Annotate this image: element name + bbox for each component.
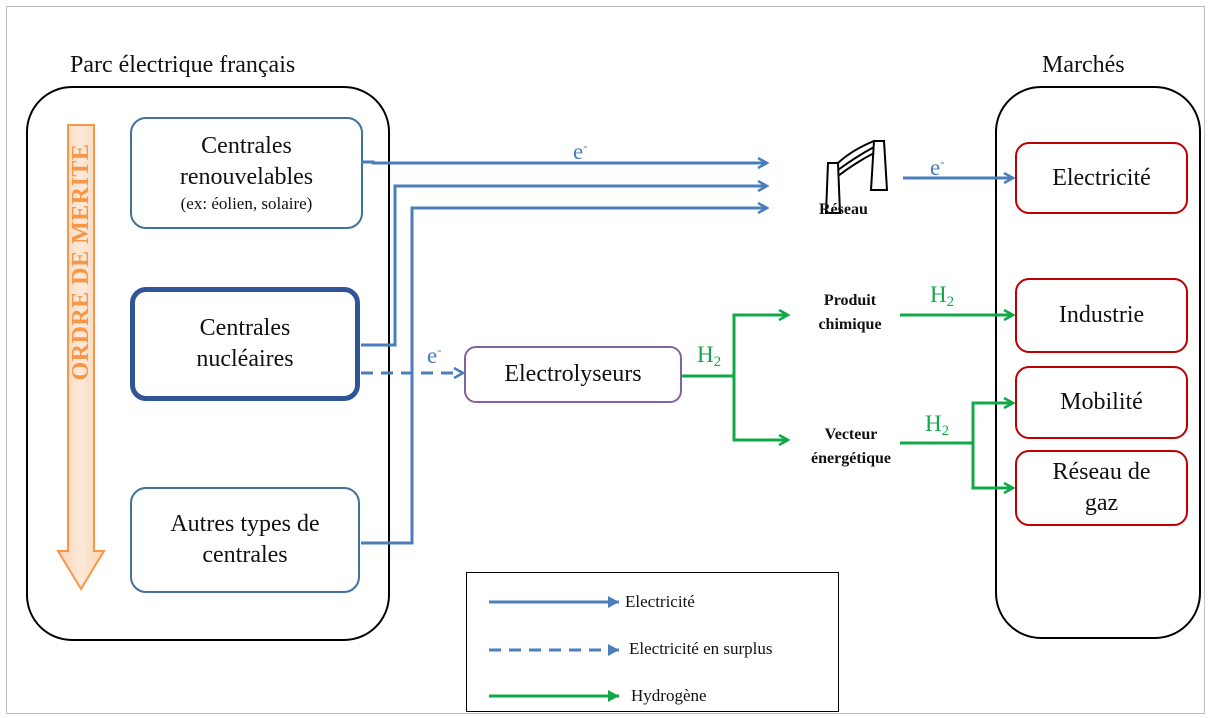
chemical-product-line2: chimique [818, 316, 882, 333]
renewables-box: Centrales renouvelables (ex: éolien, sol… [130, 117, 363, 229]
renewables-line2: renouvelables [179, 164, 314, 190]
diagram-frame [6, 6, 1205, 714]
nuclear-line1: Centrales [199, 315, 291, 341]
other-plants-line1: Autres types de [170, 511, 320, 537]
label-e-market: e- [930, 154, 945, 180]
left-group-title: Parc électrique français [70, 52, 296, 78]
energy-carrier-line1: Vecteur [824, 426, 878, 443]
market-mobility-label: Mobilité [1060, 389, 1143, 415]
market-gas-network-box: Réseau de gaz [1015, 450, 1188, 526]
electrolysers-label: Electrolyseurs [504, 361, 642, 387]
chemical-product-label: Produit chimique [818, 289, 881, 337]
chemical-product-line1: Produit [823, 292, 877, 309]
market-gas-network-line1: Réseau de [1052, 459, 1151, 485]
flow-h2-energy [732, 376, 788, 440]
market-industry-label: Industrie [1058, 302, 1145, 328]
label-e-surplus: e- [427, 342, 442, 368]
legend: Electricité Electricité en surplus Hydro… [466, 572, 839, 712]
other-plants-line2: centrales [202, 542, 288, 568]
market-electricity-label: Electricité [1052, 164, 1151, 191]
label-h2-industry: H2 [930, 282, 955, 310]
network-label: Réseau [819, 201, 868, 218]
nuclear-line2: nucléaires [196, 346, 294, 372]
market-industry-box: Industrie [1015, 278, 1188, 353]
flow-energy-mobility [971, 403, 1013, 443]
legend-electricity-label: Electricité [625, 592, 695, 611]
legend-swatches [489, 596, 619, 702]
merit-order-arrow [56, 124, 106, 591]
market-mobility-box: Mobilité [1015, 366, 1188, 439]
pylon-icon [824, 140, 889, 214]
flow-others-network [361, 208, 767, 545]
electrolysers-box: Electrolyseurs [464, 346, 682, 403]
energy-carrier-line2: énergétique [811, 450, 891, 467]
renewables-note: (ex: éolien, solaire) [180, 194, 313, 213]
label-h2-electrolysers: H2 [697, 342, 722, 370]
markets-title: Marchés [1042, 52, 1125, 78]
other-plants-box: Autres types de centrales [130, 487, 360, 593]
legend-surplus-label: Electricité en surplus [629, 639, 773, 658]
renewables-line1: Centrales [201, 133, 292, 159]
nuclear-box: Centrales nucléaires [130, 287, 360, 401]
flow-energy-gas [971, 443, 1013, 488]
label-e-top: e- [573, 138, 588, 164]
label-h2-energy: H2 [925, 411, 950, 439]
flow-renewables-network [361, 162, 767, 163]
market-electricity-box: Electricité [1015, 142, 1188, 214]
market-gas-network-line2: gaz [1084, 490, 1119, 516]
flow-nuclear-network [361, 186, 767, 347]
energy-carrier-label: Vecteur énergétique [811, 423, 891, 471]
legend-hydrogen-label: Hydrogène [631, 686, 707, 705]
flow-h2-chemical [732, 315, 788, 376]
